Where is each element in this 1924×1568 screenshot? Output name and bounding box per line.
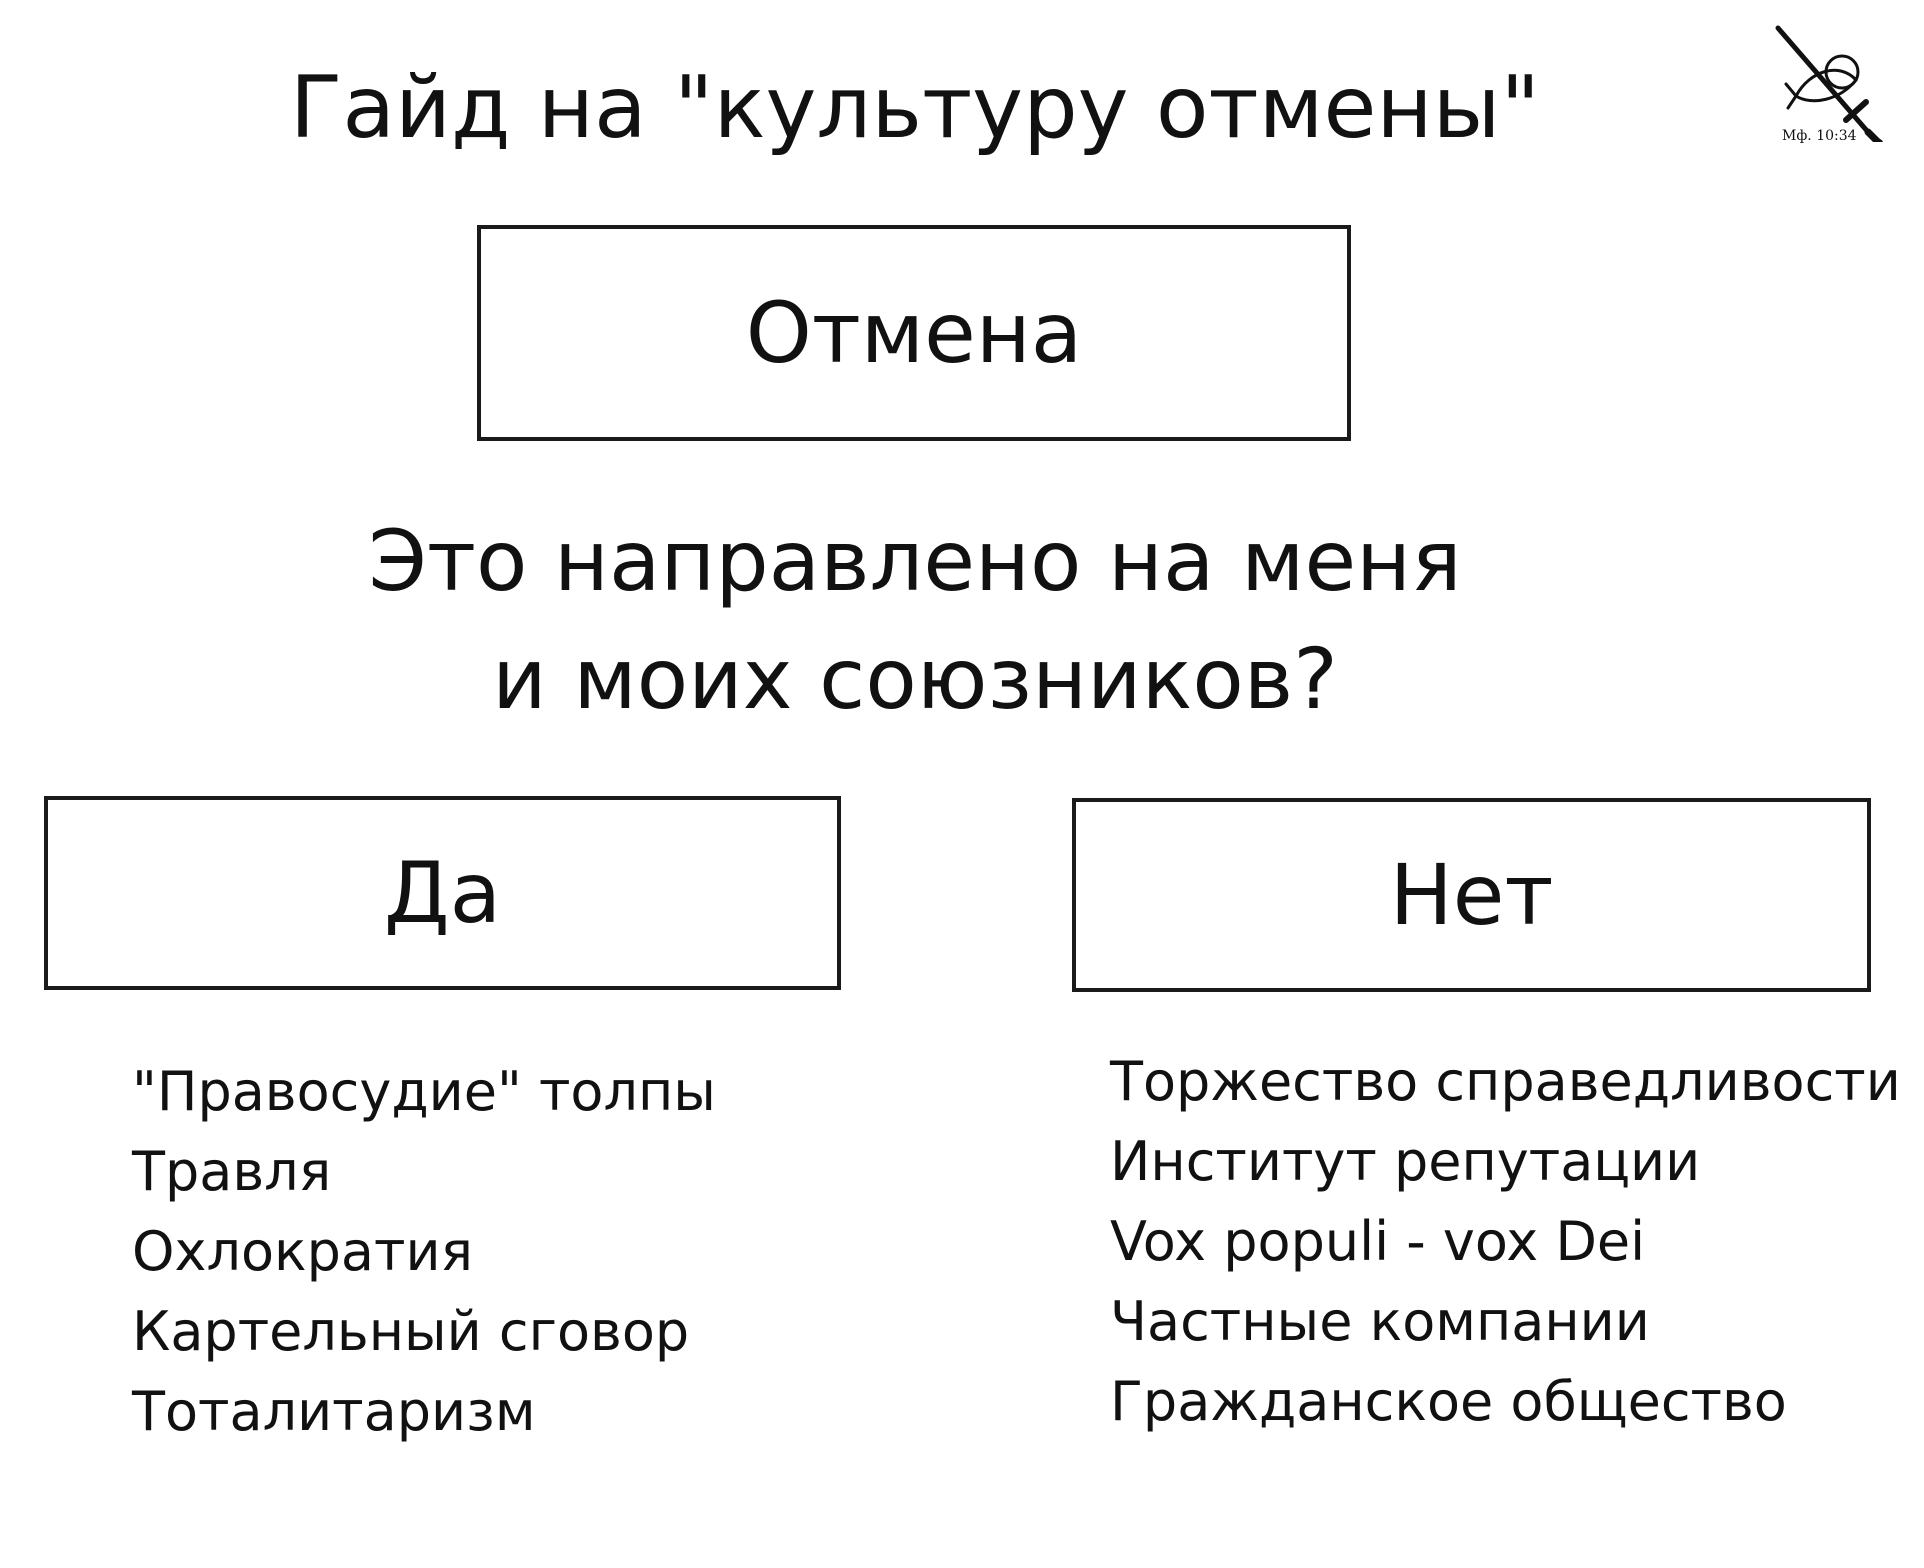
logo-caption: Мф. 10:34 [1782, 128, 1857, 144]
page-title: Гайд на "культуру отмены" [289, 58, 1541, 158]
no-box-label: Нет [1389, 846, 1554, 944]
yes-items-list: "Правосудие" толпы Травля Охлократия Кар… [132, 1052, 716, 1452]
yes-box-label: Да [383, 844, 502, 942]
cancel-box-label: Отмена [745, 284, 1083, 382]
no-items-list: Торжество справедливости Институт репута… [1110, 1042, 1901, 1442]
question-line-1: Это направлено на меня [368, 512, 1462, 610]
list-item: Тоталитаризм [132, 1380, 536, 1443]
list-item: "Правосудие" толпы [132, 1060, 716, 1123]
list-item: Травля [132, 1140, 332, 1203]
cancel-box: Отмена [477, 225, 1351, 441]
list-item: Картельный сговор [132, 1300, 690, 1363]
list-item: Институт репутации [1110, 1130, 1701, 1193]
logo: Мф. 10:34 [1760, 22, 1900, 158]
decision-question: Это направлено на меня и моих союзников? [0, 502, 1830, 738]
no-box: Нет [1072, 798, 1871, 992]
list-item: Торжество справедливости [1110, 1050, 1901, 1113]
yes-box: Да [44, 796, 841, 990]
list-item: Частные компании [1110, 1290, 1650, 1353]
question-line-2: и моих союзников? [492, 630, 1338, 728]
crossed-sword-and-fish-icon [1775, 25, 1883, 142]
list-item: Vox populi - vox Dei [1110, 1210, 1646, 1273]
list-item: Охлократия [132, 1220, 474, 1283]
list-item: Гражданское общество [1110, 1370, 1787, 1433]
